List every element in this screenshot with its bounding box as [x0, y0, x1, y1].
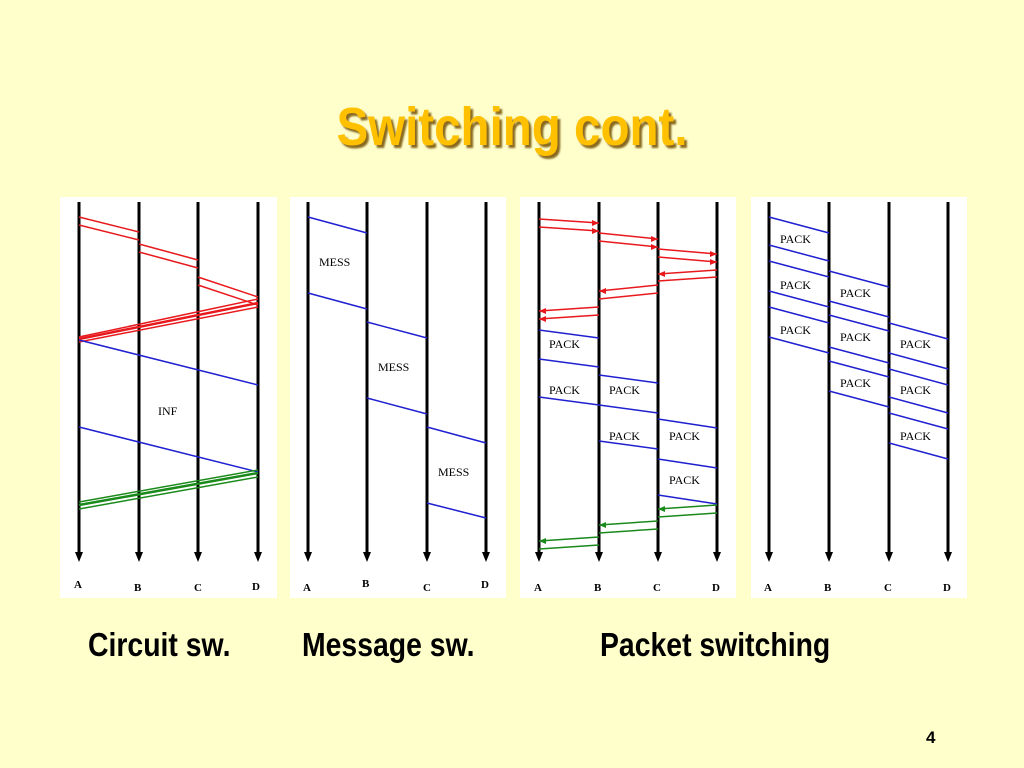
caption-message: Message sw. — [302, 626, 475, 663]
call-request-signal — [78, 216, 259, 343]
packet-switching-diagram-2: PACK PACK PACK PACK PACK PACK PACK PACK … — [751, 197, 967, 598]
pack-label: PACK — [669, 473, 700, 487]
mess-label-2: MESS — [378, 360, 409, 374]
pack-label: PACK — [609, 429, 640, 443]
node-label-a: A — [764, 582, 772, 594]
mess-label-3: MESS — [438, 465, 469, 479]
node-label-c: C — [423, 582, 431, 594]
pack-label: PACK — [549, 383, 580, 397]
node-label-d: D — [943, 582, 951, 594]
pack-label: PACK — [840, 376, 871, 390]
node-label-b: B — [362, 578, 370, 590]
data-transfer — [78, 339, 259, 473]
node-label-b: B — [824, 582, 832, 594]
packet-switching-diagram-1: PACK PACK PACK PACK PACK PACK A B C D — [520, 197, 736, 598]
acknowledge-signal — [78, 469, 259, 510]
node-timelines — [77, 202, 260, 555]
message-switching-diagram: MESS MESS MESS A B C D — [290, 197, 506, 598]
page-number: 4 — [926, 728, 936, 747]
pack-label: PACK — [900, 383, 931, 397]
node-label-d: D — [252, 581, 260, 593]
node-label-c: C — [194, 582, 202, 594]
packet-hops — [768, 216, 949, 460]
node-label-a: A — [534, 582, 542, 594]
pack-label: PACK — [900, 429, 931, 443]
circuit-switching-diagram: INF A B C D — [60, 197, 277, 598]
node-label-c: C — [653, 582, 661, 594]
node-label-b: B — [594, 582, 602, 594]
node-label-d: D — [481, 579, 489, 591]
pack-label: PACK — [669, 429, 700, 443]
pack-label: PACK — [609, 383, 640, 397]
pack-label: PACK — [840, 330, 871, 344]
node-label-a: A — [74, 579, 82, 591]
node-label-b: B — [134, 582, 142, 594]
node-label-c: C — [884, 582, 892, 594]
request-signals — [538, 218, 718, 320]
pack-label: PACK — [549, 337, 580, 351]
pack-label: PACK — [900, 337, 931, 351]
pack-label: PACK — [840, 286, 871, 300]
message-hops — [307, 216, 487, 519]
pack-label: PACK — [780, 323, 811, 337]
node-label-a: A — [303, 582, 311, 594]
packet-hops — [538, 329, 718, 505]
slide-title: Switching cont. — [336, 97, 688, 157]
pack-label: PACK — [780, 232, 811, 246]
caption-packet: Packet switching — [600, 626, 831, 663]
mess-label-1: MESS — [319, 255, 350, 269]
node-label-d: D — [712, 582, 720, 594]
caption-circuit: Circuit sw. — [88, 626, 231, 663]
ack-signals — [538, 504, 718, 550]
pack-label: PACK — [780, 278, 811, 292]
inf-label: INF — [158, 404, 178, 418]
